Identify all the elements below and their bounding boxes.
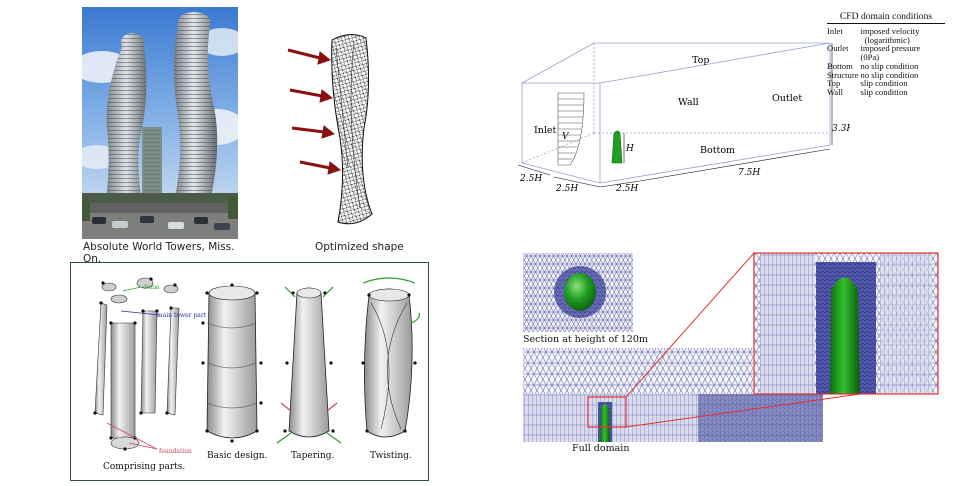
bottom-face-label: Bottom <box>700 145 735 156</box>
zoom-mesh-view <box>753 252 939 395</box>
inlet-face-label: Inlet <box>534 125 557 136</box>
foundation-label: foundation <box>159 448 192 455</box>
outlet-face-label: Outlet <box>772 93 802 104</box>
twisting-figure <box>361 277 420 438</box>
section-caption: Section at height of 120m <box>523 334 648 345</box>
front-dimension: 2.5H <box>555 184 578 194</box>
main-tower-part-label: main tower part <box>157 312 207 319</box>
twisting-caption: Twisting. <box>370 451 412 461</box>
dome-label: dome <box>143 284 160 291</box>
comprising-parts-figure <box>93 277 180 451</box>
basic-design-figure <box>201 283 263 443</box>
optimized-shape-caption: Optimized shape <box>315 241 404 253</box>
tapering-figure <box>276 286 342 444</box>
velocity-label: V <box>562 132 570 142</box>
towers-photo <box>72 7 246 239</box>
cfd-domain-diagram: Top Wall Outlet Bottom Inlet V H 3.3H 2.… <box>510 35 854 200</box>
inlet-side-dimension: 2.5H <box>519 174 542 184</box>
full-domain-mesh-view <box>523 348 823 442</box>
domain-height-dimension: 3.3H <box>832 124 850 134</box>
back-dimension: 2.5H <box>615 184 638 194</box>
table-row: (logarithmic) <box>864 34 910 45</box>
conditions-title: CFD domain conditions <box>827 12 945 24</box>
comprising-parts-caption: Comprising parts. <box>103 462 186 472</box>
tower-height-label: H <box>625 144 634 154</box>
top-face-label: Top <box>692 55 709 66</box>
table-row: (0Pa) <box>860 52 880 63</box>
tapering-caption: Tapering. <box>291 451 335 461</box>
parametric-design-panel: dome main tower part foundation <box>70 262 429 481</box>
wall-face-label: Wall <box>678 97 699 108</box>
length-dimension: 7.5H <box>738 168 760 178</box>
section-mesh-view <box>523 253 633 332</box>
full-domain-caption: Full domain <box>572 443 630 454</box>
optimized-shape-figure <box>280 28 392 228</box>
basic-design-caption: Basic design. <box>207 451 268 461</box>
